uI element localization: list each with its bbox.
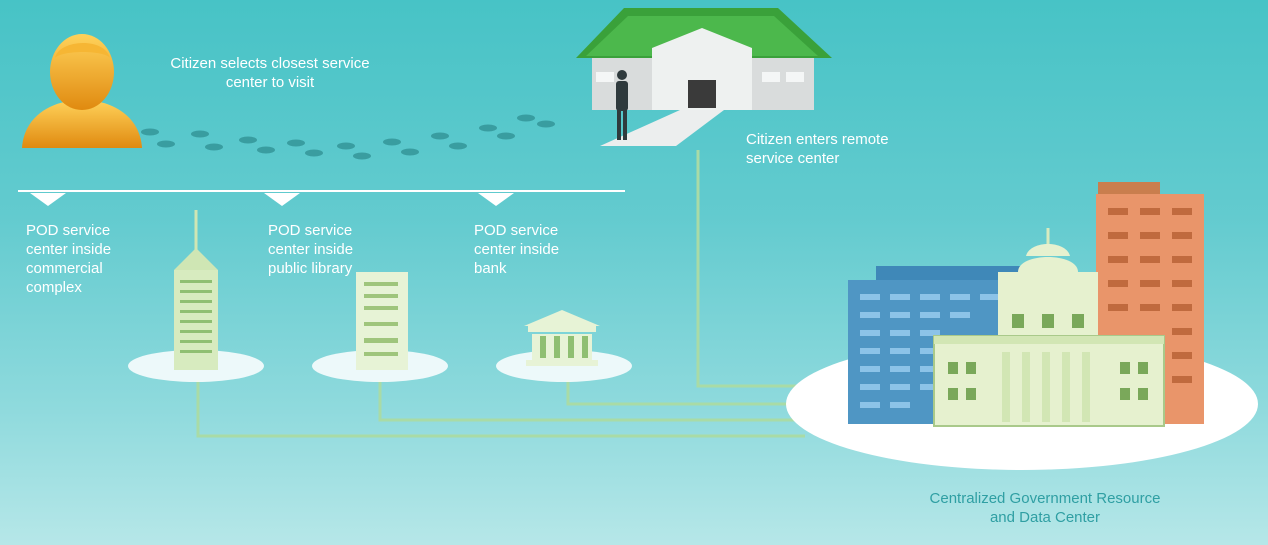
skyscraper-icon <box>174 210 218 370</box>
label-central-center: Centralized Government Resource and Data… <box>929 490 1161 526</box>
footprints-icon <box>141 114 555 160</box>
label-citizen-selects: Citizen selects closest service center t… <box>170 55 370 91</box>
library-building-icon <box>356 272 408 370</box>
label-citizen-enters: Citizen enters remote service center <box>746 131 889 167</box>
service-center-house-icon <box>576 8 832 146</box>
label-pod-library: POD service center inside public library <box>268 222 354 277</box>
citizen-avatar-icon <box>22 34 142 148</box>
label-pod-commercial: POD service center inside commercial com… <box>26 222 112 296</box>
pod-marker-line <box>18 190 625 206</box>
government-building-icon <box>848 182 1204 427</box>
label-pod-bank: POD service center inside bank <box>474 222 560 277</box>
person-figure-icon <box>616 70 628 140</box>
bank-icon <box>524 310 600 366</box>
connector-lines <box>196 150 850 438</box>
